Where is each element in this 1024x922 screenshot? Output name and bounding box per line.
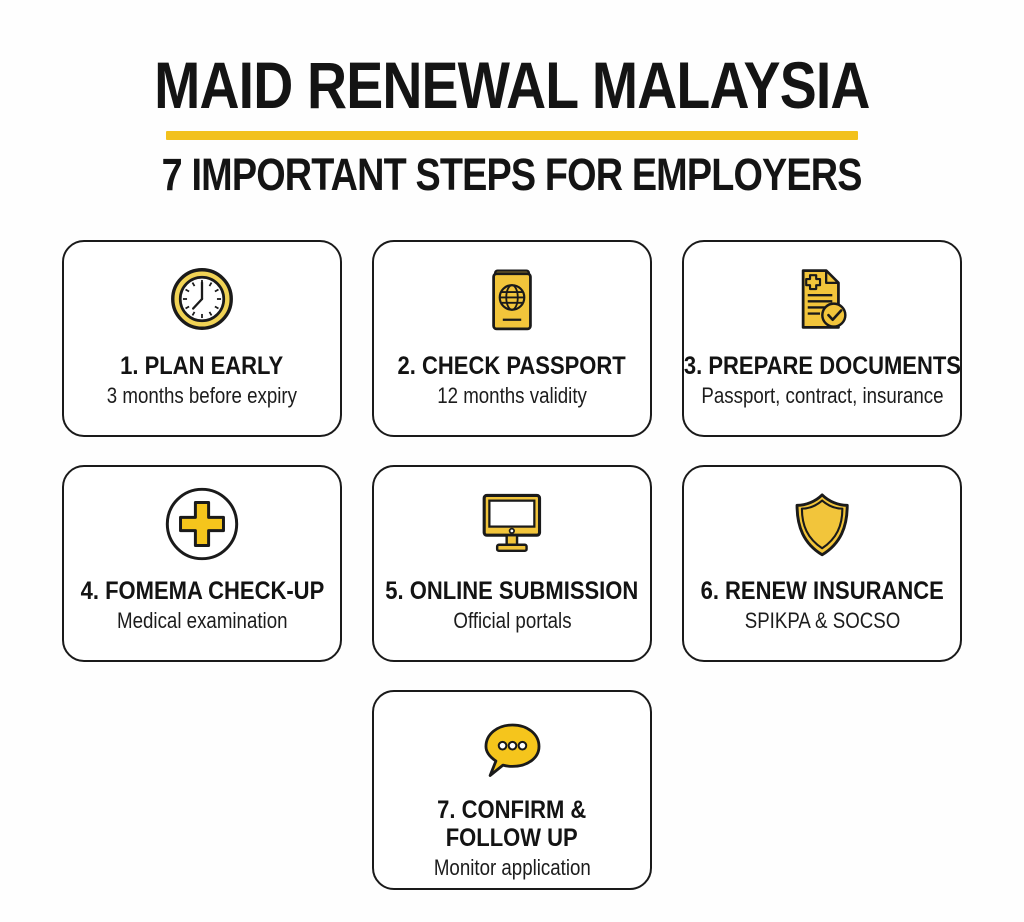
steps-grid: 1. PLAN EARLY 3 months before expiry 2. …	[0, 240, 1024, 891]
step-title: 2. CHECK PASSPORT	[397, 352, 627, 381]
step-subtitle: 12 months validity	[437, 383, 587, 409]
card-icon-holder	[479, 487, 545, 561]
step-title: 5. ONLINE SUBMISSION	[385, 577, 639, 606]
card-icon-holder	[164, 487, 240, 561]
steps-row-3: 7. CONFIRM & FOLLOW UP Monitor applicati…	[0, 690, 1024, 891]
page-subtitle: 7 IMPORTANT STEPS FOR EMPLOYERS	[162, 149, 863, 200]
step-subtitle: Passport, contract, insurance	[700, 383, 944, 409]
header: MAID RENEWAL MALAYSIA 7 IMPORTANT STEPS …	[0, 52, 1024, 198]
step-subtitle: Medical examination	[116, 608, 288, 634]
speech-bubble-icon	[484, 723, 540, 778]
monitor-icon	[482, 494, 542, 553]
step-card: 4. FOMEMA CHECK-UP Medical examination	[62, 465, 342, 663]
card-icon-holder	[481, 712, 544, 786]
document-check-icon	[801, 269, 847, 330]
steps-row-2: 4. FOMEMA CHECK-UP Medical examination 5…	[0, 465, 1024, 663]
page-title: MAID RENEWAL MALAYSIA	[154, 48, 870, 122]
card-icon-holder	[489, 262, 535, 336]
step-card: 3. PREPARE DOCUMENTS Passport, contract,…	[682, 240, 962, 438]
step-subtitle: Monitor application	[433, 855, 591, 881]
step-card: 5. ONLINE SUBMISSION Official portals	[372, 465, 652, 663]
step-card: 7. CONFIRM & FOLLOW UP Monitor applicati…	[372, 690, 652, 891]
step-title: 6. RENEW INSURANCE	[700, 577, 944, 606]
card-icon-holder	[797, 262, 848, 336]
passport-icon	[492, 269, 532, 331]
shield-icon	[795, 493, 849, 557]
step-title: 1. PLAN EARLY	[120, 352, 284, 381]
card-icon-holder	[168, 262, 236, 336]
card-icon-holder	[793, 487, 851, 561]
step-card: 2. CHECK PASSPORT 12 months validity	[372, 240, 652, 438]
step-subtitle: SPIKPA & SOCSO	[744, 608, 900, 634]
step-subtitle: 3 months before expiry	[106, 383, 298, 409]
step-title: 7. CONFIRM & FOLLOW UP	[437, 796, 587, 853]
clock-icon	[171, 268, 233, 331]
step-title: 3. PREPARE DOCUMENTS	[683, 352, 961, 381]
step-card: 6. RENEW INSURANCE SPIKPA & SOCSO	[682, 465, 962, 663]
title-underline-divider	[166, 131, 858, 140]
medical-cross-icon	[165, 488, 239, 561]
step-title: 4. FOMEMA CHECK-UP	[80, 577, 324, 606]
step-subtitle: Official portals	[452, 608, 572, 634]
steps-row-1: 1. PLAN EARLY 3 months before expiry 2. …	[0, 240, 1024, 438]
step-card: 1. PLAN EARLY 3 months before expiry	[62, 240, 342, 438]
